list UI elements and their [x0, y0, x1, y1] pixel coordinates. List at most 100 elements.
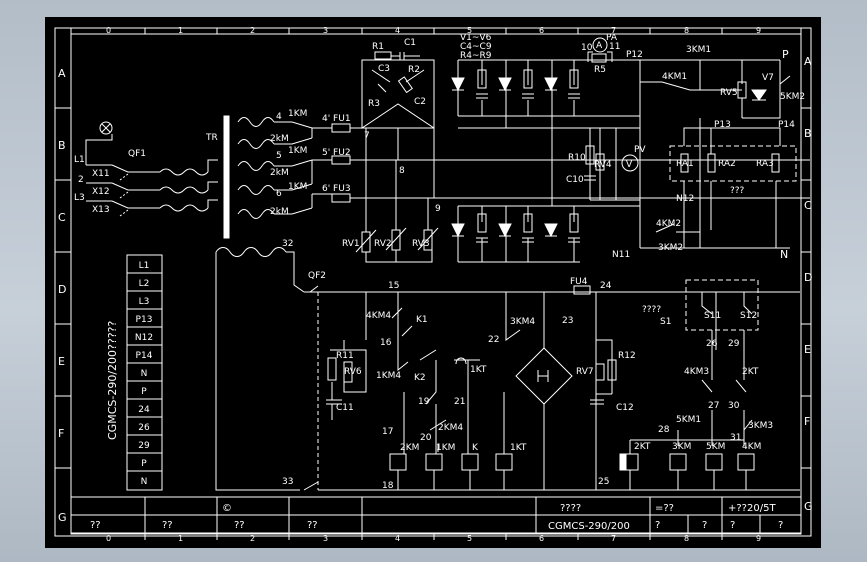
label-22: 22 — [488, 335, 499, 345]
row-label: C — [804, 199, 812, 212]
label-2kt: 2KT — [742, 367, 759, 377]
row-label: E — [804, 343, 811, 356]
label-2km-b: 2kM — [270, 168, 289, 178]
label-p14: P14 — [778, 120, 795, 130]
col-label: 3 — [323, 26, 328, 35]
ammeter-icon — [592, 37, 608, 53]
label-21: 21 — [454, 397, 465, 407]
drawing-sheet — [45, 17, 821, 548]
label-rv3: RV3 — [412, 239, 430, 249]
col-label: 5 — [467, 534, 472, 543]
label-w6: 6 — [276, 189, 282, 199]
drawing-number: CGMCS-290/200 — [548, 521, 630, 532]
label-pv: PV — [634, 145, 646, 155]
indicator-lamp-icon — [99, 121, 113, 135]
terminal-label: P14 — [136, 351, 153, 361]
title-marks: ???? — [560, 503, 581, 514]
label-29: 29 — [728, 339, 740, 349]
label-coil-2kt: 2KT — [634, 442, 651, 452]
col-label: 2 — [250, 26, 255, 35]
label-ra1: RA1 — [676, 159, 694, 169]
label-l2: 2 — [78, 175, 84, 185]
label-coil-3km: 3KM — [672, 442, 691, 452]
label-n12: N12 — [676, 194, 694, 204]
col-label: 5 — [467, 26, 472, 35]
col-label: 8 — [684, 534, 689, 543]
col-label: 7 — [611, 534, 616, 543]
label-k1: K1 — [416, 315, 428, 325]
inner-border — [70, 27, 802, 535]
label-relay-marks: ??? — [730, 186, 745, 196]
label-n11: N11 — [612, 250, 630, 260]
label-rv1: RV1 — [342, 239, 360, 249]
label-c11: C11 — [336, 403, 354, 413]
col-label: 9 — [756, 26, 761, 35]
sheet-cell: +??20/5T — [728, 503, 776, 514]
label-1km-c: 1KM — [288, 182, 307, 192]
label-fu3: 6' FU3 — [322, 184, 351, 194]
col-label: 1 — [178, 534, 183, 543]
label-qf2: QF2 — [308, 271, 326, 281]
title-cell: ?? — [90, 520, 101, 531]
label-coil-4km: 4KM — [742, 442, 761, 452]
label-16: 16 — [380, 338, 392, 348]
label-c4-c9: C4~C9 — [460, 42, 492, 52]
label-coil-1km: 1KM — [436, 443, 455, 453]
label-p13: P13 — [714, 120, 731, 130]
label-c12: C12 — [616, 403, 634, 413]
label-s1: S1 — [660, 317, 671, 327]
transformer-core — [223, 115, 230, 239]
terminal-label: P — [141, 387, 147, 397]
label-r2: R2 — [408, 65, 420, 75]
col-label: 9 — [756, 534, 761, 543]
voltmeter-icon — [621, 154, 639, 172]
label-1km-a: 1KM — [288, 109, 307, 119]
label-r3: R3 — [368, 99, 380, 109]
label-fu1: 4' FU1 — [322, 114, 351, 124]
label-v7: V7 — [762, 73, 774, 83]
row-label: G — [804, 500, 813, 513]
row-label: F — [804, 415, 810, 428]
label-p: P — [782, 48, 789, 61]
title-cell: ?? — [307, 520, 318, 531]
col-label: 4 — [395, 534, 400, 543]
label-23: 23 — [562, 316, 573, 326]
label-w4: 4 — [276, 112, 282, 122]
label-tr: TR — [205, 133, 218, 143]
label-node-11: 11 — [609, 42, 620, 52]
label-node-7: 7 — [364, 131, 370, 141]
label-qf1: QF1 — [128, 149, 146, 159]
terminal-label: N — [141, 369, 148, 379]
label-c2: C2 — [414, 97, 426, 107]
label-v1-v6: V1~V6 — [460, 33, 492, 43]
col-label: 0 — [106, 26, 111, 35]
title-cell: ? — [702, 520, 707, 531]
title-cell: ? — [655, 520, 660, 531]
row-label: D — [58, 283, 66, 296]
label-4km3: 4KM3 — [684, 367, 709, 377]
label-s12: S12 — [740, 311, 757, 321]
label-ra2: RA2 — [718, 159, 736, 169]
row-label: G — [58, 511, 67, 524]
terminal-label: N — [141, 477, 148, 487]
label-coil-1kt: 1KT — [510, 443, 527, 453]
label-3km4: 3KM4 — [510, 317, 535, 327]
label-28: 28 — [658, 425, 670, 435]
label-x11: X11 — [92, 169, 110, 179]
label-r1: R1 — [372, 42, 384, 52]
label-20: 20 — [420, 433, 432, 443]
terminal-label: 24 — [138, 405, 150, 415]
label-rv2: RV2 — [374, 239, 392, 249]
relay-box — [669, 145, 797, 182]
label-4km4: 4KM4 — [366, 311, 391, 321]
label-pa: PA — [606, 33, 618, 43]
row-label: A — [804, 55, 812, 68]
label-31: 31 — [730, 433, 741, 443]
title-cell: ?? — [234, 520, 245, 531]
label-rv4: RV4 — [594, 160, 612, 170]
title-cell: ?? — [162, 520, 173, 531]
row-label: B — [58, 139, 66, 152]
terminal-label: P13 — [136, 315, 153, 325]
label-5km2: 5KM2 — [780, 92, 805, 102]
label-k2: K2 — [414, 373, 426, 383]
